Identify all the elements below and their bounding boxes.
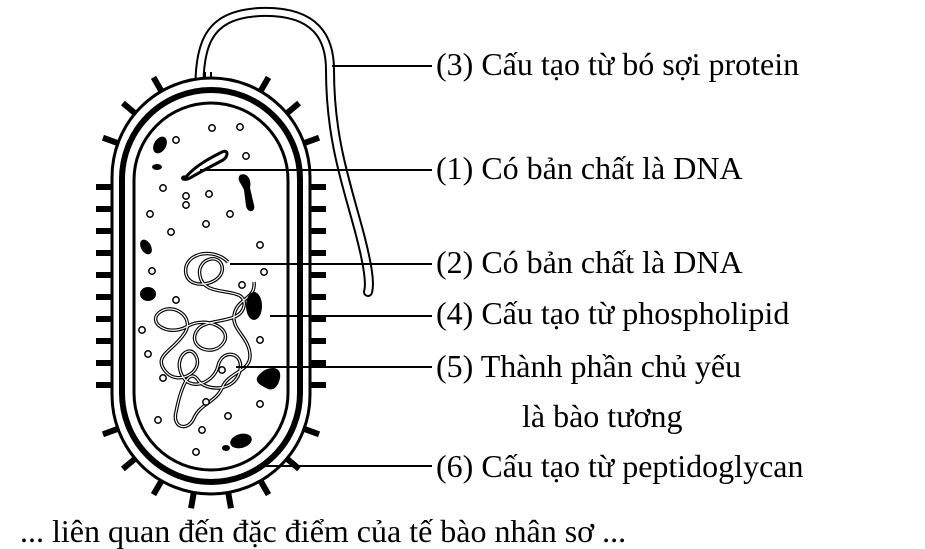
ribosome (256, 336, 264, 344)
pilus (303, 426, 321, 438)
nucleoid-dna-inner (155, 252, 255, 428)
ribosome (226, 210, 234, 218)
ribosome (172, 296, 180, 304)
ribosome (159, 184, 167, 192)
ribosome (182, 192, 190, 200)
pili (96, 75, 326, 509)
ribosome (238, 281, 246, 289)
ribosome (260, 268, 268, 276)
ribosome (208, 124, 216, 132)
leader-lines (200, 65, 432, 467)
bacterium-diagram (96, 6, 432, 509)
plasmid (181, 149, 229, 181)
pilus (101, 134, 119, 146)
ribosome (154, 416, 162, 424)
cell-wall (119, 87, 303, 485)
ribosome (256, 241, 264, 249)
pilus (101, 426, 119, 438)
pilus (120, 100, 138, 116)
pilus (188, 491, 197, 509)
ribosome (198, 426, 206, 434)
pilus (150, 479, 165, 497)
label-cytoplasm-line1: (5) Thành phần chủ yếu (436, 348, 742, 384)
pilus (303, 134, 321, 146)
ribosome (138, 326, 146, 334)
pilus (284, 100, 302, 116)
ribosome (192, 448, 200, 456)
cut-off-question-text: ... liên quan đến đặc điểm của tế bào nh… (20, 513, 627, 549)
ribosome (256, 400, 264, 408)
inclusion-bodies (140, 136, 281, 451)
pilus (257, 75, 272, 93)
pilus (120, 456, 138, 472)
ribosome (144, 350, 152, 358)
label-plasmid: (1) Có bản chất là DNA (436, 150, 743, 186)
ribosome (202, 220, 210, 228)
ribosome (242, 152, 250, 160)
label-nucleoid: (2) Có bản chất là DNA (436, 244, 743, 280)
ribosome (182, 201, 190, 209)
ribosomes (138, 123, 268, 456)
ribosome (236, 123, 244, 131)
label-cytoplasm-line2: là bào tương (522, 398, 683, 434)
ribosome (205, 190, 213, 198)
ribosome (167, 228, 175, 236)
pilus (257, 479, 272, 497)
ribosome (218, 366, 226, 374)
ribosome (202, 398, 210, 406)
label-cell-membrane: (4) Cấu tạo từ phospholipid (436, 295, 790, 331)
ribosome (146, 210, 154, 218)
pilus (284, 456, 302, 472)
ribosome (148, 267, 156, 275)
ribosome (159, 374, 167, 382)
label-flagellum: (3) Cấu tạo từ bó sợi protein (436, 46, 800, 82)
ribosome (172, 136, 180, 144)
ribosome (224, 412, 232, 420)
pilus (225, 491, 234, 509)
flagellum-inner (196, 8, 372, 295)
pilus (150, 75, 165, 93)
label-cell-wall: (6) Cấu tạo từ peptidoglycan (436, 448, 804, 484)
